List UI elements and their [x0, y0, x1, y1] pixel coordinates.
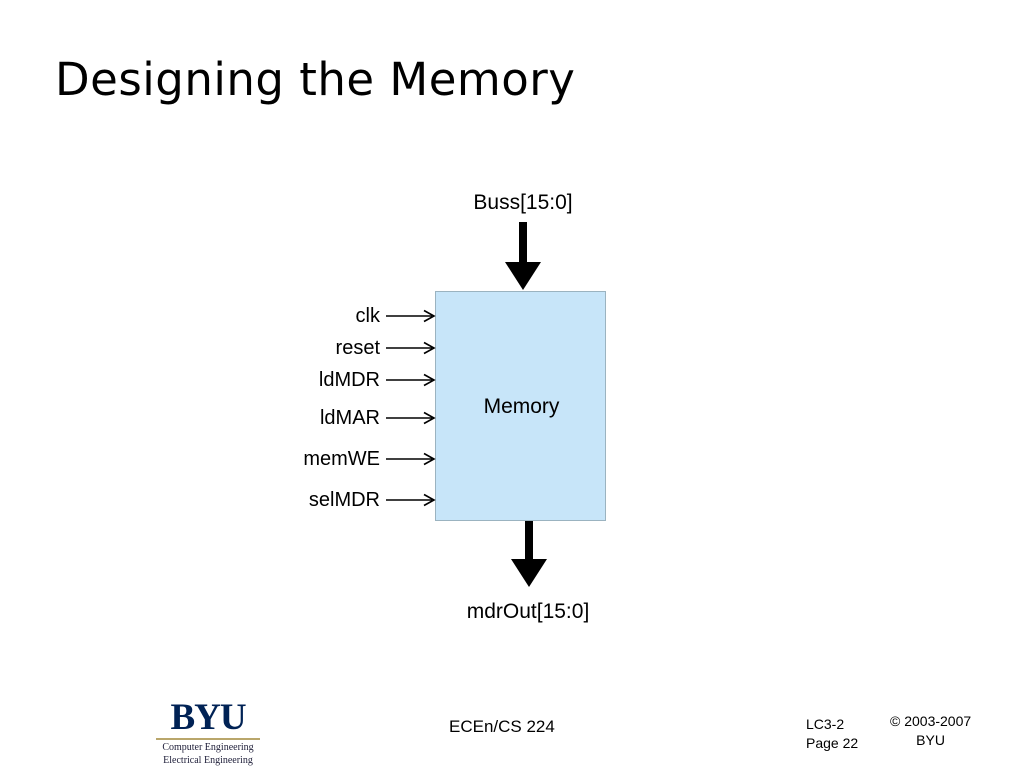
input-label-memwe: memWE: [303, 447, 380, 470]
page-title: Designing the Memory: [55, 53, 576, 106]
input-signal-clk: clk: [286, 303, 436, 329]
footer-copyright-line-2: BYU: [916, 731, 945, 748]
byu-dept-line-1: Computer Engineering: [162, 742, 254, 754]
signal-arrow-icon: [386, 309, 436, 323]
byu-logo: BYU Computer Engineering Electrical Engi…: [156, 697, 260, 767]
signal-arrow-icon: [386, 411, 436, 425]
footer-reference-line-1: LC3-2: [806, 716, 845, 732]
top-bus-label: Buss[15:0]: [473, 191, 573, 214]
footer-copyright: © 2003-2007 BYU: [890, 712, 971, 750]
signal-arrow-icon: [386, 452, 436, 466]
memory-block-label: Memory: [483, 395, 560, 418]
footer-copyright-line-1: © 2003-2007: [890, 713, 972, 729]
signal-arrow-icon: [386, 341, 436, 355]
footer-course-label: ECEn/CS 224: [449, 717, 555, 736]
input-label-selmdr: selMDR: [308, 488, 380, 511]
byu-logo-divider: [156, 738, 260, 741]
memory-block-diagram: Buss[15:0] Memory clk reset ldMDR ldMAR: [276, 191, 606, 623]
signal-arrow-icon: [386, 493, 436, 507]
footer-reference-line-2: Page 22: [806, 734, 859, 751]
input-signal-memwe: memWE: [276, 446, 436, 472]
signal-arrow-icon: [386, 373, 436, 387]
footer-reference: LC3-2 Page 22: [806, 715, 858, 753]
bus-in-arrow-icon: [505, 222, 541, 290]
input-label-clk: clk: [355, 304, 380, 327]
input-label-ldmdr: ldMDR: [318, 368, 380, 391]
byu-wordmark: BYU: [170, 697, 246, 738]
bus-out-arrow-icon: [511, 521, 547, 587]
memory-block: Memory: [435, 291, 606, 521]
input-label-reset: reset: [335, 336, 380, 359]
input-signal-reset: reset: [286, 335, 436, 361]
input-signal-selmdr: selMDR: [276, 487, 436, 513]
input-label-ldmar: ldMAR: [319, 406, 380, 429]
input-signal-ldmar: ldMAR: [286, 405, 436, 431]
byu-dept-line-2: Electrical Engineering: [163, 754, 253, 766]
bottom-bus-label: mdrOut[15:0]: [466, 600, 590, 623]
input-signal-ldmdr: ldMDR: [286, 367, 436, 393]
